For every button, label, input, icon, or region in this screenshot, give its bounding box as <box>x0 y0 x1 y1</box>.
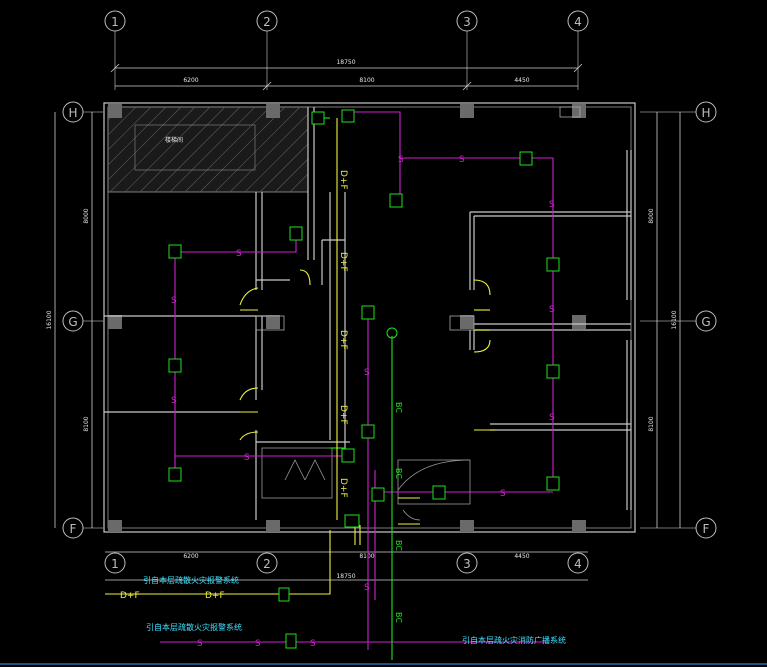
smoke-mark-6: S <box>459 155 465 165</box>
note-alarm-1: 引自本层疏散火灾报警系统 <box>143 575 239 585</box>
device-1 <box>289 226 303 241</box>
df-mark-7: D+F <box>205 591 225 601</box>
dim-top-span-1: 6200 <box>183 77 198 84</box>
device-12 <box>361 424 375 439</box>
smoke-mark-2: S <box>171 296 177 306</box>
axis-label-right-G: G <box>701 315 710 329</box>
axis-label-top-3: 3 <box>463 15 471 29</box>
device-13 <box>371 487 385 502</box>
dim-left-span-2: 8100 <box>83 416 90 431</box>
misc-boxes <box>255 106 581 331</box>
axis-label-bottom-2: 2 <box>263 557 271 571</box>
control-lines <box>105 118 338 595</box>
axis-bubbles-top: 1 2 3 4 <box>104 10 589 90</box>
device-11 <box>361 305 375 320</box>
smoke-detector-labels: S S S S S S S S S S S S S S S <box>171 155 555 649</box>
axis-bubbles-right: H G F 8000 8100 16100 <box>640 101 717 539</box>
smoke-mark-8: S <box>549 305 555 315</box>
device-3 <box>168 358 182 373</box>
axis-label-top-4: 4 <box>574 15 582 29</box>
smoke-mark-15: S <box>310 639 316 649</box>
control-marks: D+F D+F D+F D+F D+F D+F D+F <box>120 170 348 601</box>
device-2 <box>168 244 182 259</box>
device-5 <box>389 193 403 208</box>
df-mark-4: D+F <box>338 405 348 425</box>
axis-label-left-F: F <box>70 522 77 536</box>
smoke-mark-13: S <box>197 639 203 649</box>
axis-label-top-1: 1 <box>111 15 119 29</box>
axis-bubbles-bottom: 1 2 3 4 6200 8100 4450 18750 <box>104 551 589 581</box>
smoke-mark-5: S <box>398 155 404 165</box>
device-4 <box>168 467 182 482</box>
device-8 <box>546 364 560 379</box>
dim-bottom-span-1: 6200 <box>183 553 198 560</box>
note-alarm-2: 引自本层疏散火灾报警系统 <box>146 622 242 632</box>
df-mark-3: D+F <box>338 330 348 350</box>
smoke-mark-4: S <box>244 453 250 463</box>
dimension-top: 18750 6200 8100 4450 <box>110 59 583 91</box>
axis-label-left-G: G <box>68 315 77 329</box>
device-17 <box>344 514 360 528</box>
df-mark-2: D+F <box>338 252 348 272</box>
smoke-mark-11: S <box>364 368 370 378</box>
axis-label-bottom-1: 1 <box>111 557 119 571</box>
smoke-mark-1: S <box>236 249 242 259</box>
dim-right-span-2: 8100 <box>648 416 655 431</box>
detector-devices <box>168 109 560 649</box>
dim-right-span-1: 8000 <box>648 208 655 223</box>
device-15 <box>311 111 325 125</box>
smoke-mark-14: S <box>255 639 261 649</box>
df-mark-6: D+F <box>120 591 140 601</box>
axis-label-top-2: 2 <box>263 15 271 29</box>
device-6 <box>519 151 533 166</box>
bc-mark-2: BC <box>394 468 403 479</box>
stair-hatch <box>107 106 309 193</box>
dim-left-span-1: 8000 <box>83 208 90 223</box>
dim-bottom-span-3: 4450 <box>514 553 529 560</box>
axis-label-left-H: H <box>68 106 77 120</box>
smoke-mark-9: S <box>549 413 555 423</box>
building-walls: 楼梯间 <box>103 102 636 533</box>
device-19 <box>285 633 297 649</box>
axis-label-right-F: F <box>703 522 710 536</box>
dim-bottom-span-2: 8100 <box>359 553 374 560</box>
smoke-mark-7: S <box>549 200 555 210</box>
device-14 <box>341 448 355 463</box>
notes: 引自本层疏散火灾报警系统 引自本层疏散火灾报警系统 引自本层疏火灾消防广播系统 <box>143 575 566 645</box>
axis-bubbles-left: H G F 16100 8000 8100 <box>46 101 103 539</box>
device-9 <box>546 476 560 491</box>
dim-top-span-2: 8100 <box>359 77 374 84</box>
bc-mark-1: BC <box>394 402 403 413</box>
bc-mark-3: BC <box>394 540 403 551</box>
smoke-mark-3: S <box>171 396 177 406</box>
bc-mark-4: BC <box>394 612 403 623</box>
broadcast-marks: BC BC BC BC <box>386 327 403 623</box>
axis-label-bottom-4: 4 <box>574 557 582 571</box>
dim-bottom-total: 18750 <box>336 573 355 580</box>
fire-alarm-lines <box>160 111 554 650</box>
stair-label: 楼梯间 <box>165 136 183 144</box>
dim-top-span-3: 4450 <box>514 77 529 84</box>
df-mark-5: D+F <box>338 478 348 498</box>
speaker-icon <box>386 327 398 339</box>
device-7 <box>546 257 560 272</box>
dim-right-total: 16100 <box>671 310 678 329</box>
axis-label-bottom-3: 3 <box>463 557 471 571</box>
dim-left-total: 16100 <box>46 310 53 329</box>
note-broadcast: 引自本层疏火灾消防广播系统 <box>462 635 566 645</box>
axis-label-right-H: H <box>701 106 710 120</box>
dim-top-total: 18750 <box>336 59 355 66</box>
smoke-mark-12: S <box>364 583 370 593</box>
smoke-mark-10: S <box>500 489 506 499</box>
device-10 <box>432 485 446 500</box>
df-mark-1: D+F <box>338 170 348 190</box>
device-18 <box>278 587 290 602</box>
device-16 <box>341 109 355 123</box>
door-swings <box>239 269 495 545</box>
